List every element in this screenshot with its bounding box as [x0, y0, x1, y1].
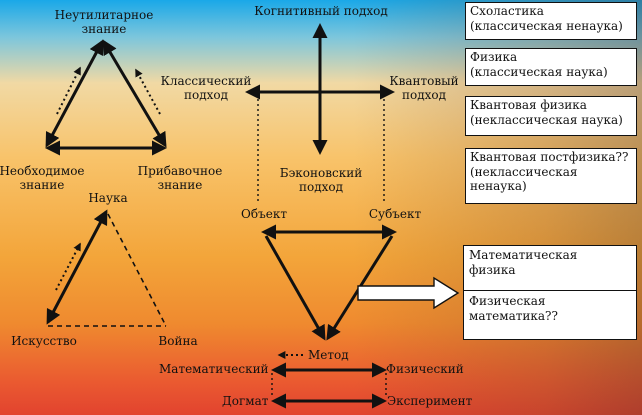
label-art: Искусство [11, 334, 77, 348]
upper-left-triangle [45, 39, 167, 156]
dotted-right [135, 68, 161, 115]
label-physical: Физический [386, 362, 464, 376]
label-science: Наука [88, 191, 128, 205]
label-experiment: Эксперимент [387, 394, 473, 408]
label-cognitive: Когнитивный подход [254, 4, 388, 18]
label-method: Метод [308, 348, 349, 362]
edge-object-method [264, 235, 326, 341]
label-mathematical: Математический [159, 362, 269, 376]
lower-left-triangle [46, 209, 167, 327]
label-dogma: Догмат [222, 394, 269, 408]
box-quantum-physics: Квантовая физика(неклассическая наука) [465, 96, 637, 136]
label-subject: Субъект [368, 207, 422, 221]
label-war: Война [158, 334, 198, 348]
box-scholasticism: Схоластика(классическая ненаука) [465, 2, 637, 40]
label-object: Объект [241, 207, 287, 221]
cross-axes [245, 23, 395, 204]
box-physics: Физика(классическая наука) [465, 48, 637, 86]
center-triangle [261, 224, 460, 409]
dotted-left [55, 242, 81, 291]
edge-top-left [45, 39, 104, 148]
dotted-left [56, 66, 81, 115]
edge-top-right [102, 39, 167, 148]
edge-science-art [46, 209, 108, 325]
block-arrow [357, 276, 460, 310]
edge-science-war [107, 213, 167, 327]
